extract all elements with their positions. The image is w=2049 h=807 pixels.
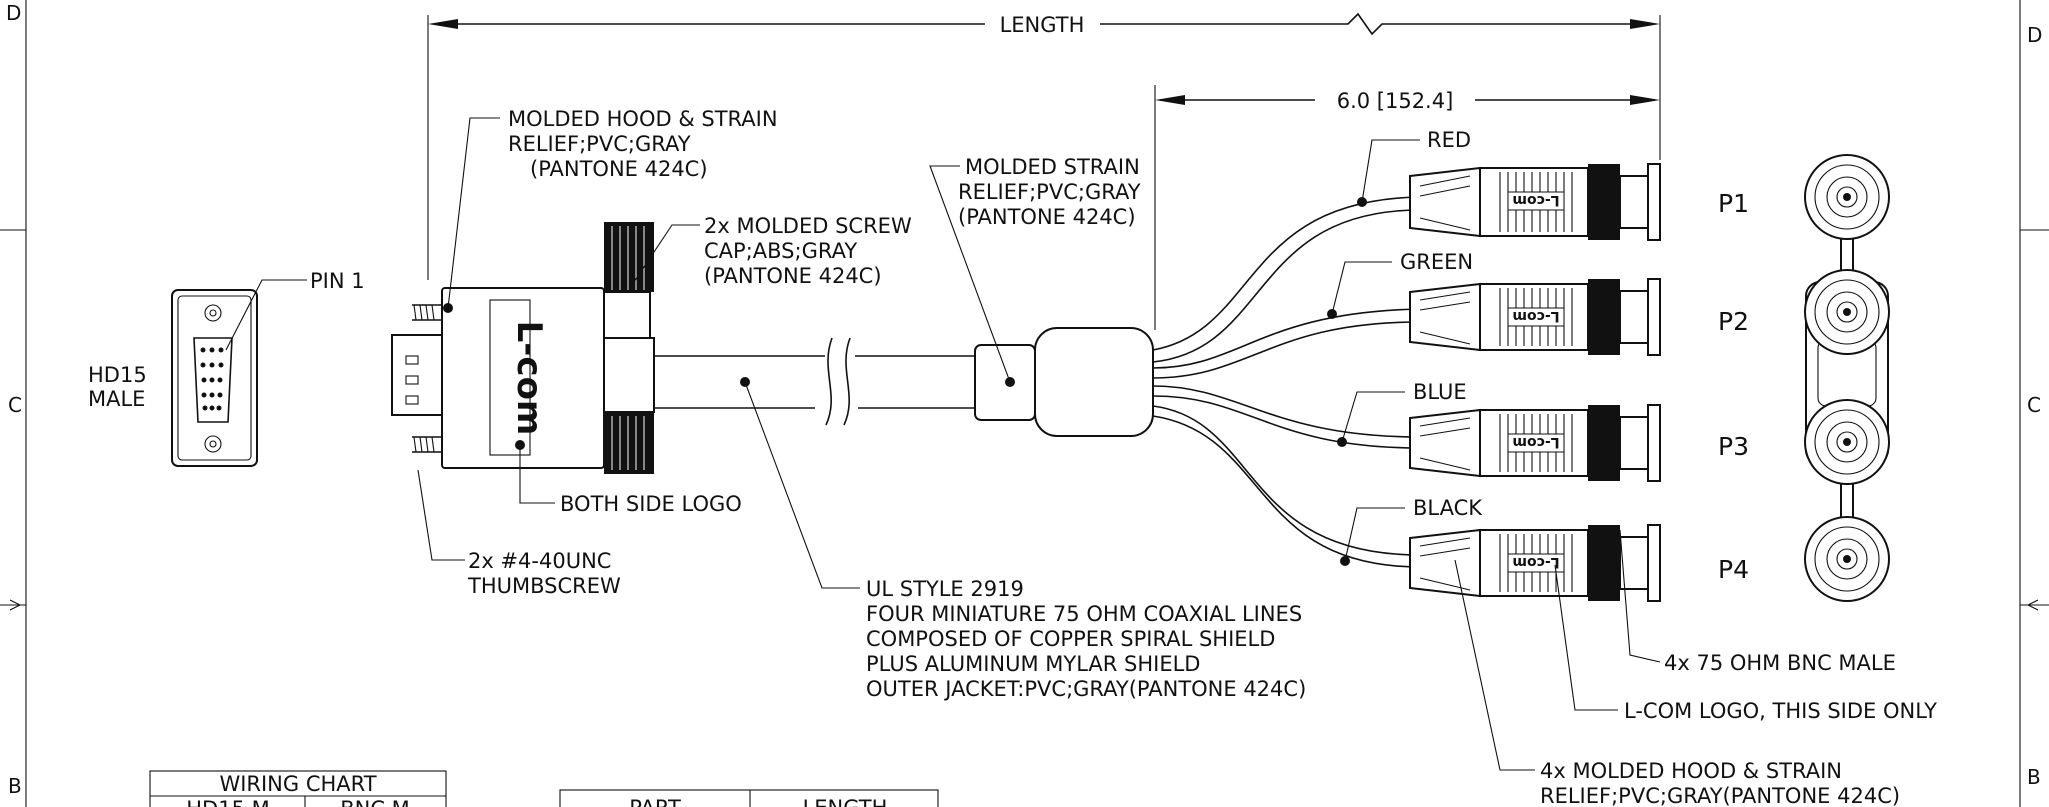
bnc-connector-p1: L-com: [1409, 163, 1661, 241]
leg-label-black: BLACK: [1413, 496, 1483, 520]
svg-text:4x MOLDED HOOD & STRAIN: 4x MOLDED HOOD & STRAIN: [1540, 759, 1842, 783]
svg-text:OUTER JACKET:PVC;GRAY(PANTONE: OUTER JACKET:PVC;GRAY(PANTONE 424C): [866, 677, 1306, 701]
callout-thumbscrew: 2x #4-40UNC THUMBSCREW: [467, 549, 621, 598]
svg-text:UL STYLE 2919: UL STYLE 2919: [866, 577, 1024, 601]
screw-cap-bottom: [604, 412, 654, 474]
center-mark-right-icon: [2026, 599, 2039, 611]
pin1-label: PIN 1: [310, 269, 365, 293]
screw-cap-top: [604, 222, 654, 292]
leg-label-blue: BLUE: [1413, 380, 1467, 404]
bnc-end-view: [1804, 154, 1890, 602]
svg-text:THUMBSCREW: THUMBSCREW: [467, 574, 621, 598]
bnc-logo-p2: L-com: [1512, 308, 1559, 324]
wiring-chart-title: WIRING CHART: [219, 772, 376, 796]
length-dimension: [427, 12, 1661, 280]
part-length-table: PART LENGTH: [559, 789, 939, 807]
connector-gender-label: MALE: [88, 387, 145, 411]
part-table-col1: PART: [629, 796, 681, 807]
port-label-p4: P4: [1718, 555, 1749, 584]
svg-text:CAP;ABS;GRAY: CAP;ABS;GRAY: [704, 239, 857, 263]
wiring-chart-col2: BNC M: [340, 797, 410, 807]
center-mark-left-icon: [9, 599, 22, 611]
wiring-chart: WIRING CHART HD15 M BNC M: [149, 770, 447, 807]
bnc-connector-p3: L-com: [1409, 404, 1661, 482]
port-label-p1: P1: [1718, 189, 1749, 218]
zone-label-bottom-right: B: [2027, 765, 2041, 789]
svg-text:FOUR MINIATURE 75 OHM COAXIAL: FOUR MINIATURE 75 OHM COAXIAL LINES: [866, 602, 1302, 626]
breakout-strain-relief: [974, 327, 1154, 437]
hd15-side-connector: L-com: [391, 222, 655, 474]
callout-cable: UL STYLE 2919 FOUR MINIATURE 75 OHM COAX…: [866, 577, 1306, 701]
svg-text:(PANTONE 424C): (PANTONE 424C): [704, 264, 882, 288]
callout-strain-relief: MOLDED STRAIN RELIEF;PVC;GRAY (PANTONE 4…: [958, 155, 1141, 229]
callout-lcom-logo: L-COM LOGO, THIS SIDE ONLY: [1624, 699, 1937, 723]
zone-label-bottom-left: B: [8, 774, 22, 798]
thumbscrew-top: [412, 304, 442, 321]
leg-label-green: GREEN: [1400, 250, 1473, 274]
callout-bnc-male: 4x 75 OHM BNC MALE: [1664, 651, 1896, 675]
length-label: LENGTH: [1000, 13, 1085, 37]
hd15-pin-grid: [200, 347, 224, 411]
zone-label-mid-right: C: [2027, 393, 2041, 417]
callout-hood: MOLDED HOOD & STRAIN RELIEF;PVC;GRAY (PA…: [508, 107, 778, 181]
svg-text:2x #4-40UNC: 2x #4-40UNC: [468, 549, 611, 573]
svg-text:(PANTONE 424C): (PANTONE 424C): [958, 205, 1136, 229]
svg-text:PLUS ALUMINUM MYLAR SHIELD: PLUS ALUMINUM MYLAR SHIELD: [866, 652, 1200, 676]
svg-text:RELIEF;PVC;GRAY: RELIEF;PVC;GRAY: [958, 180, 1141, 204]
zone-label-mid-left: C: [8, 393, 22, 417]
breakout-length-label: 6.0 [152.4]: [1337, 89, 1454, 113]
leg-label-red: RED: [1427, 128, 1471, 152]
thumbscrew-bottom: [412, 436, 442, 453]
svg-text:RELIEF;PVC;GRAY: RELIEF;PVC;GRAY: [508, 132, 691, 156]
callout-both-side-logo: BOTH SIDE LOGO: [560, 492, 742, 516]
callout-screw-cap: 2x MOLDED SCREW CAP;ABS;GRAY (PANTONE 42…: [704, 214, 912, 288]
connector-type-label: HD15: [88, 363, 147, 387]
port-label-p2: P2: [1718, 307, 1749, 336]
svg-text:MOLDED STRAIN: MOLDED STRAIN: [965, 155, 1140, 179]
svg-text:2x MOLDED SCREW: 2x MOLDED SCREW: [704, 214, 912, 238]
bnc-logo-p4: L-com: [1512, 554, 1559, 570]
bnc-connector-p4: L-com: [1409, 524, 1661, 602]
wiring-chart-col1: HD15 M: [186, 797, 269, 807]
bnc-logo-p3: L-com: [1512, 434, 1559, 450]
port-label-p3: P3: [1718, 432, 1749, 461]
svg-text:COMPOSED OF COPPER SPIRAL SHIE: COMPOSED OF COPPER SPIRAL SHIELD: [866, 627, 1275, 651]
main-cable: [654, 337, 975, 426]
hd15-face-view: [171, 279, 307, 467]
lcom-logo-side: L-com: [509, 321, 549, 436]
svg-text:(PANTONE 424C): (PANTONE 424C): [530, 157, 708, 181]
svg-text:RELIEF;PVC;GRAY(PANTONE 424C): RELIEF;PVC;GRAY(PANTONE 424C): [1540, 784, 1900, 807]
zone-label-top-right: D: [2027, 23, 2042, 47]
breakout-legs: [1152, 196, 1460, 568]
bnc-logo-p1: L-com: [1512, 192, 1559, 208]
svg-text:MOLDED HOOD & STRAIN: MOLDED HOOD & STRAIN: [508, 107, 778, 131]
zone-label-top-left: D: [6, 1, 21, 25]
part-table-col2: LENGTH: [803, 796, 888, 807]
callout-bnc-hood: 4x MOLDED HOOD & STRAIN RELIEF;PVC;GRAY(…: [1540, 759, 1900, 807]
bnc-connector-p2: L-com: [1409, 278, 1661, 356]
breakout-dimension: [1154, 85, 1660, 330]
